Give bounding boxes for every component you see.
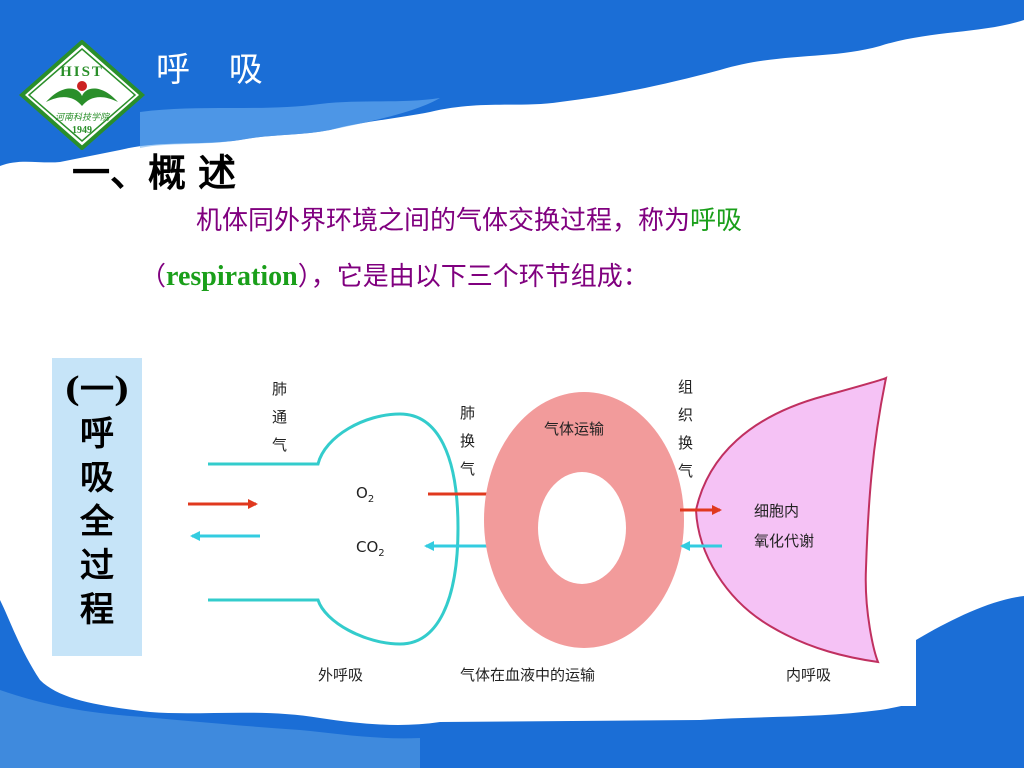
svg-text:1949: 1949 [72, 125, 92, 136]
label-cell-metabolism-2: 氧化代谢 [754, 532, 814, 550]
label-co2: CO2 [356, 538, 385, 559]
paragraph-line1-text: 机体同外界环境之间的气体交换过程，称为 [196, 206, 691, 236]
label-cell-metabolism-1: 细胞内 [754, 502, 799, 520]
label-tissue-exchange-4: 气 [678, 462, 693, 480]
label-tissue-exchange-3: 换 [678, 434, 693, 452]
paragraph-line2-text: ），它是由以下三个环节组成： [297, 262, 649, 292]
lung-outline [208, 412, 460, 646]
paragraph-line-1: 机体同外界环境之间的气体交换过程，称为呼吸 [196, 200, 742, 237]
cell-shape [694, 376, 888, 664]
label-pulmonary-ventilation-3: 气 [272, 436, 287, 454]
respiration-diagram-panel: 肺 通 气 肺 换 气 组 织 换 气 O2 CO2 气体运输 细胞内 氧化代谢… [160, 356, 916, 706]
respiration-highlight: 呼吸 [690, 206, 743, 236]
svg-text:HIST: HIST [60, 64, 104, 80]
hist-logo: HIST 河南科技学院 1949 [18, 40, 146, 150]
label-internal-respiration: 内呼吸 [786, 666, 831, 684]
header-light-band [140, 98, 440, 148]
side-label-char: 呼 [80, 414, 114, 454]
right-blue-edge [916, 596, 1024, 720]
side-label-whole-process: (一) 呼 吸 全 过 程 [52, 358, 142, 656]
section-heading-word1: 概 [148, 150, 187, 195]
side-label-char: 全 [80, 502, 114, 542]
footer-light-band [0, 690, 420, 768]
svg-text:河南科技学院: 河南科技学院 [55, 112, 111, 123]
side-label-char: (一) [63, 370, 131, 410]
label-pulmonary-ventilation-2: 通 [272, 408, 287, 426]
section-heading-number: 一、 [72, 150, 149, 195]
label-pulmonary-exchange-2: 换 [460, 432, 475, 450]
label-pulmonary-ventilation-1: 肺 [272, 380, 287, 398]
label-tissue-exchange-1: 组 [678, 378, 693, 396]
label-pulmonary-exchange-3: 气 [460, 460, 475, 478]
side-label-char: 程 [80, 590, 114, 630]
label-external-respiration: 外呼吸 [318, 666, 363, 684]
side-label-char: 过 [80, 546, 114, 586]
respiration-term: respiration [166, 261, 298, 292]
section-heading: 一、概述 [72, 142, 236, 197]
blood-ring-hole [538, 472, 626, 584]
footer-blue-band [0, 600, 1024, 768]
label-gas-transport: 气体运输 [544, 420, 604, 438]
label-pulmonary-exchange-1: 肺 [460, 404, 475, 422]
label-tissue-exchange-2: 织 [678, 406, 693, 424]
label-blood-transport: 气体在血液中的运输 [460, 666, 595, 684]
paragraph-open-paren: （ [140, 262, 167, 292]
paragraph-line-2: （respiration），它是由以下三个环节组成： [140, 256, 649, 293]
section-heading-word2: 述 [198, 150, 237, 195]
label-o2: O2 [356, 484, 374, 505]
respiration-diagram: 肺 通 气 肺 换 气 组 织 换 气 O2 CO2 气体运输 细胞内 氧化代谢… [188, 376, 888, 684]
slide-title: 呼 吸 [156, 50, 277, 90]
side-label-char: 吸 [80, 458, 114, 498]
